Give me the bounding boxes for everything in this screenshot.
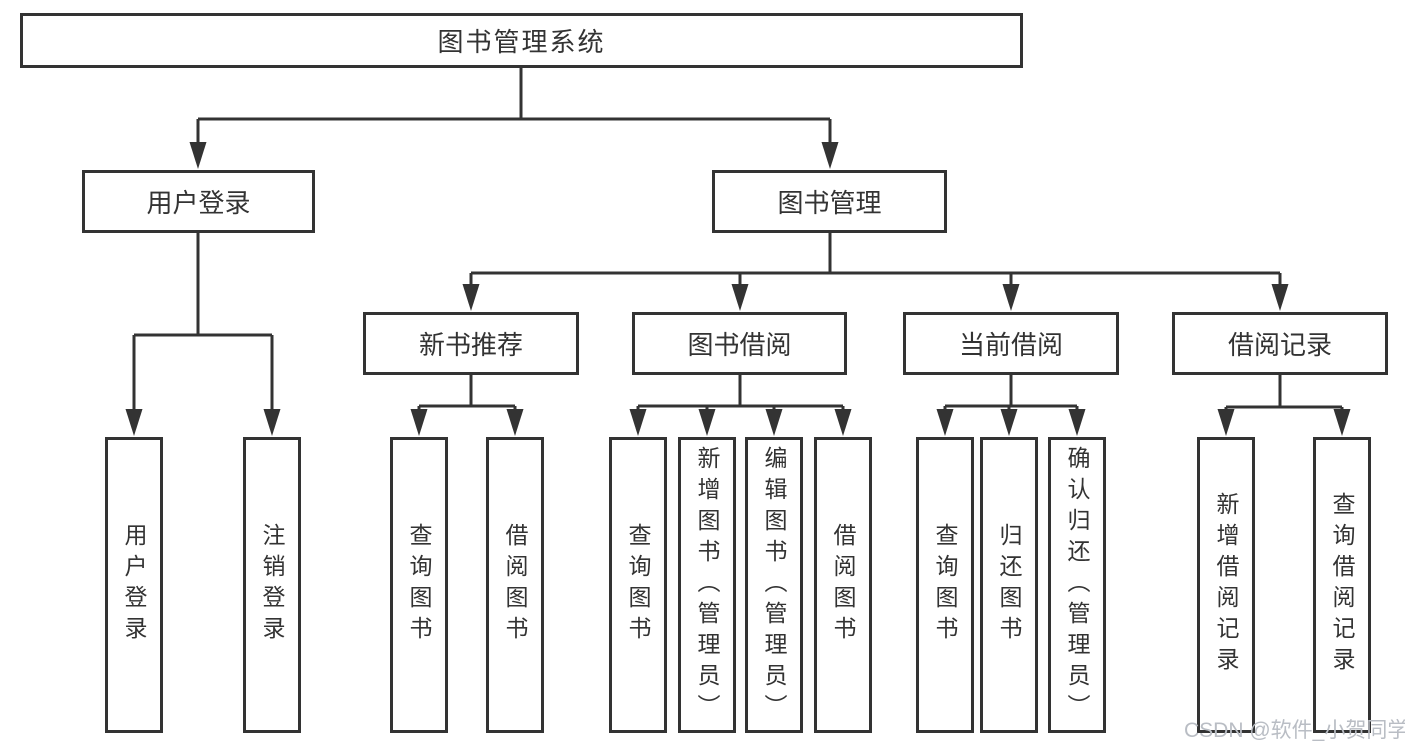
leaf-query-borrow-record: 查询借阅记录 <box>1313 437 1371 733</box>
arrow-g3-l4 <box>834 409 852 436</box>
leaf-query-books-recommend: 查询图书 <box>390 437 448 733</box>
node-new-book-recommend: 新书推荐 <box>363 312 579 375</box>
node-book-management: 图书管理 <box>712 170 947 233</box>
csdn-watermark: CSDN @软件_小贺同学 <box>1184 719 1405 742</box>
leaf-query-books-current: 查询图书 <box>916 437 974 733</box>
arrow-bookmgmt <box>821 142 839 169</box>
node-book-borrowing: 图书借阅 <box>632 312 847 375</box>
arrow-s4 <box>1271 284 1289 311</box>
arrow-s1 <box>462 284 480 311</box>
leaf-confirm-return-admin: 确认归还（管理员） <box>1048 437 1106 733</box>
root-node-library-system: 图书管理系统 <box>20 13 1023 68</box>
leaf-add-book-admin: 新增图书（管理员） <box>678 437 736 733</box>
arrow-g2-l1 <box>410 409 428 436</box>
node-current-borrowing-label: 当前借阅 <box>958 330 1063 360</box>
leaf-borrow-books: 借阅图书 <box>814 437 872 733</box>
node-borrowing-records: 借阅记录 <box>1172 312 1388 375</box>
node-current-borrowing: 当前借阅 <box>903 312 1119 375</box>
leaf-query-books-borrow: 查询图书 <box>609 437 667 733</box>
root-node-label: 图书管理系统 <box>437 27 606 57</box>
arrowheads <box>125 142 1351 436</box>
node-user-login: 用户登录 <box>82 170 315 233</box>
node-user-login-label: 用户登录 <box>146 188 251 218</box>
arrow-g1-l2 <box>263 409 281 436</box>
leaf-return-books: 归还图书 <box>980 437 1038 733</box>
node-borrowing-records-label: 借阅记录 <box>1227 330 1332 360</box>
node-new-book-recommend-label: 新书推荐 <box>418 330 523 360</box>
arrow-g4-l2 <box>1000 409 1018 436</box>
leaf-user-login: 用户登录 <box>105 437 163 733</box>
node-book-borrowing-label: 图书借阅 <box>687 330 792 360</box>
leaf-borrow-books-recommend: 借阅图书 <box>486 437 544 733</box>
arrow-g2-l2 <box>506 409 524 436</box>
arrow-g4-l1 <box>936 409 954 436</box>
leaf-add-borrow-record: 新增借阅记录 <box>1197 437 1255 733</box>
arrow-g3-l3 <box>765 409 783 436</box>
leaf-edit-book-admin: 编辑图书（管理员） <box>745 437 803 733</box>
arrow-g5-l1 <box>1217 409 1235 436</box>
arrow-g1-l1 <box>125 409 143 436</box>
arrow-s3 <box>1002 284 1020 311</box>
arrow-userlogin <box>189 142 207 169</box>
leaf-logout: 注销登录 <box>243 437 301 733</box>
arrow-g3-l1 <box>629 409 647 436</box>
node-book-management-label: 图书管理 <box>777 188 882 218</box>
arrow-g4-l3 <box>1068 409 1086 436</box>
arrow-s2 <box>731 284 749 311</box>
arrow-g5-l2 <box>1333 409 1351 436</box>
arrow-g3-l2 <box>698 409 716 436</box>
